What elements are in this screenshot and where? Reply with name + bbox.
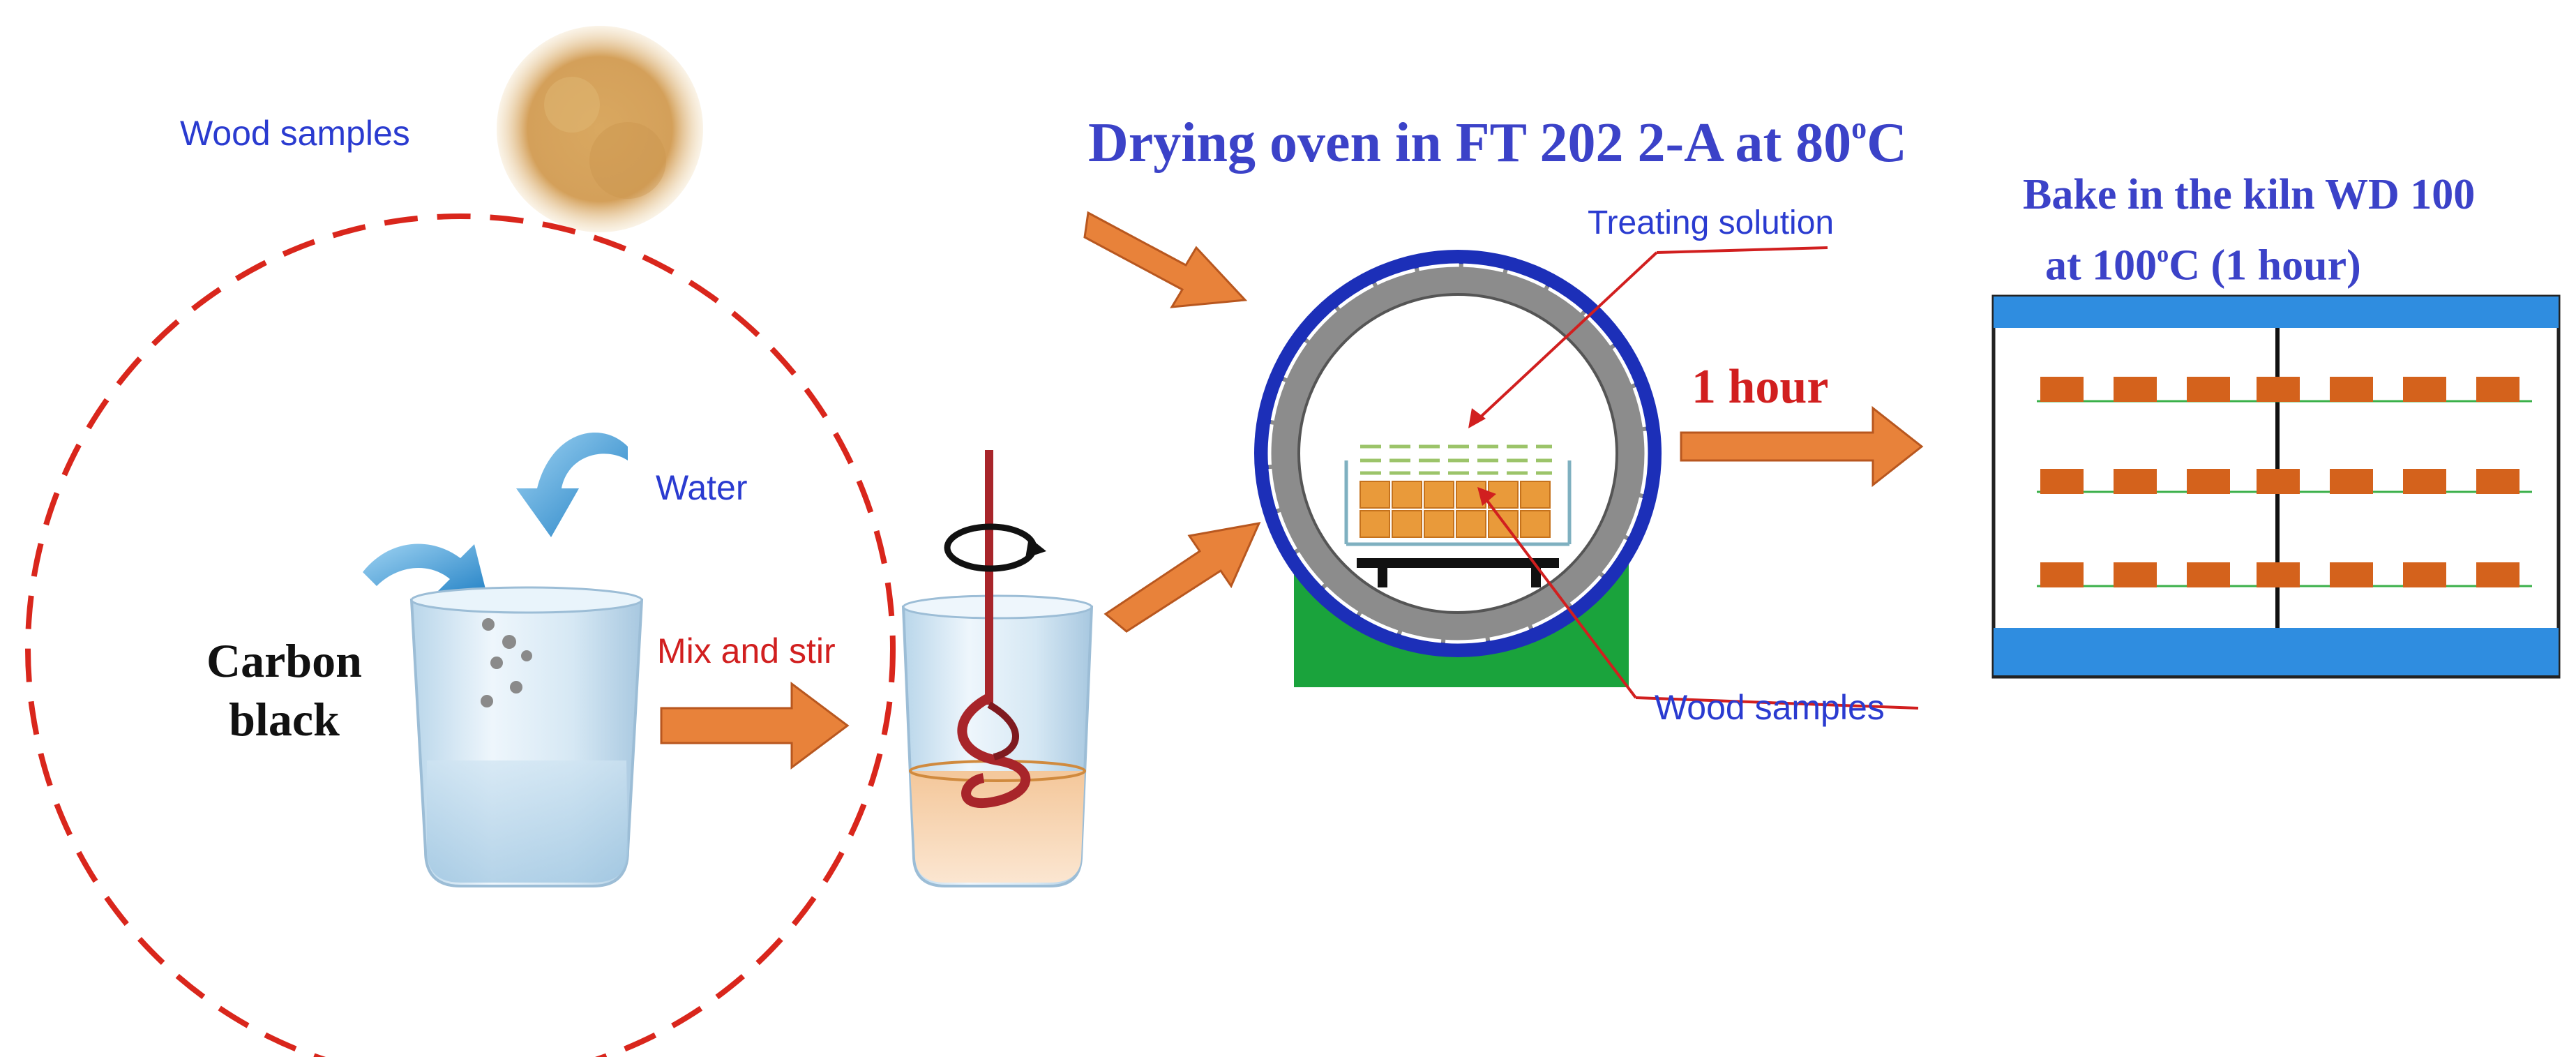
beaker-icon — [409, 586, 644, 887]
mixing-boundary-circle — [25, 213, 896, 1057]
process-arrow-icon — [660, 682, 850, 770]
wood-powder-icon — [497, 26, 703, 232]
oven-icon — [1254, 246, 1919, 710]
process-arrow-icon — [1083, 211, 1248, 308]
drying-oven-unit: C — [1867, 112, 1907, 174]
carbon-black-line2: black — [229, 693, 340, 746]
degree-sup: o — [2157, 241, 2169, 267]
process-arrow-icon — [1104, 522, 1261, 633]
water-drop-arrow-icon — [363, 433, 628, 600]
carbon-black-label: Carbon black — [206, 631, 362, 749]
bake-line2: at 100oC (1 hour) — [2023, 225, 2475, 296]
mix-and-stir-label: Mix and stir — [657, 631, 836, 670]
bake-kiln-label: Bake in the kiln WD 100 at 100oC (1 hour… — [2023, 165, 2475, 296]
one-hour-label: 1 hour — [1692, 360, 1829, 414]
degree-sup: o — [1851, 111, 1867, 145]
wood-samples-label: Wood samples — [180, 114, 410, 153]
drying-oven-title: Drying oven in FT 202 2-A at 80oC — [1088, 110, 1907, 175]
carbon-black-line1: Carbon — [206, 634, 362, 687]
wood-samples-oven-label: Wood samples — [1655, 688, 1885, 727]
treating-solution-label: Treating solution — [1588, 204, 1835, 241]
kiln-icon — [1991, 294, 2561, 679]
process-arrow-icon — [1680, 405, 1924, 488]
stir-rotation-icon — [944, 523, 1046, 572]
drying-oven-text: Drying oven in FT 202 2-A at 80 — [1088, 112, 1852, 174]
water-label: Water — [656, 468, 748, 507]
bake-line2-prefix: at 100 — [2045, 241, 2157, 290]
bake-line1: Bake in the kiln WD 100 — [2023, 171, 2476, 218]
beaker-icon — [901, 450, 1094, 887]
bake-line2-suffix: C (1 hour) — [2169, 241, 2361, 290]
